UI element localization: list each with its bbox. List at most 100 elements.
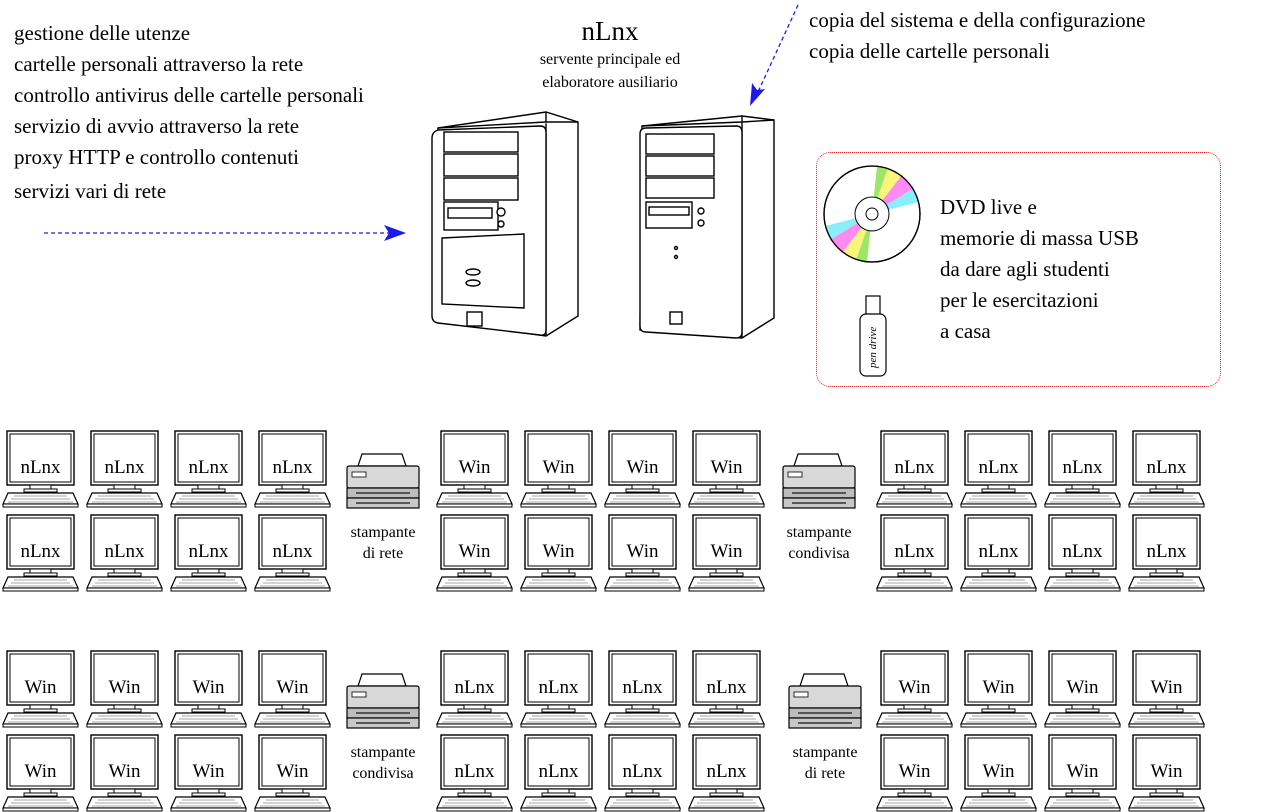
monitor-icon (876, 430, 953, 508)
removable-media-box (816, 152, 1221, 387)
workstation-os-label: Win (458, 457, 491, 478)
workstation-os-label: nLnx (1062, 541, 1103, 562)
media-line: da dare agli studenti (940, 257, 1110, 281)
workstation: nLnx (520, 734, 597, 812)
monitor-icon (1044, 514, 1121, 592)
monitor-icon (436, 430, 513, 508)
monitor-icon (688, 430, 765, 508)
monitor-icon (960, 650, 1037, 728)
workstation: Win (1044, 650, 1121, 728)
monitor-icon (604, 430, 681, 508)
media-line: per le esercitazioni (940, 288, 1099, 312)
workstation-os-label: Win (542, 541, 575, 562)
workstation-os-label: Win (458, 541, 491, 562)
monitor-icon (688, 650, 765, 728)
workstation-os-label: nLnx (1146, 457, 1187, 478)
backup-arrow-line (757, 4, 799, 93)
workstation-os-label: Win (192, 677, 225, 698)
workstation: nLnx (1044, 430, 1121, 508)
backup-notes: copia del sistema e della configurazione… (809, 5, 1145, 67)
workstation: nLnx (86, 514, 163, 592)
workstation: nLnx (254, 430, 331, 508)
monitor-icon (1044, 430, 1121, 508)
main-server-tower (431, 111, 579, 337)
monitor-icon (520, 430, 597, 508)
workstation-os-label: Win (626, 457, 659, 478)
workstation: nLnx (960, 430, 1037, 508)
workstation: Win (1128, 734, 1205, 812)
monitor-icon (2, 430, 79, 508)
workstation: nLnx (2, 430, 79, 508)
workstation-os-label: nLnx (894, 457, 935, 478)
monitor-icon (1044, 734, 1121, 812)
workstation-os-label: Win (24, 677, 57, 698)
workstation: nLnx (1128, 430, 1205, 508)
backup-line: copia del sistema e della configurazione (809, 8, 1146, 32)
monitor-icon (86, 650, 163, 728)
monitor-icon (254, 734, 331, 812)
media-line: a casa (940, 319, 991, 343)
workstation: Win (1044, 734, 1121, 812)
workstation: nLnx (1044, 514, 1121, 592)
workstation-os-label: Win (276, 677, 309, 698)
usb-pen-drive-icon: pen drive (859, 295, 887, 377)
server-desc-line1: servente principale ed (539, 51, 681, 68)
workstation: Win (876, 650, 953, 728)
monitor-icon (170, 650, 247, 728)
service-line: servizi vari di rete (14, 179, 167, 203)
monitor-icon (960, 430, 1037, 508)
workstation-os-label: nLnx (104, 457, 145, 478)
workstation: Win (520, 430, 597, 508)
server-services-list: gestione delle utenze cartelle personali… (14, 18, 364, 207)
workstation-os-label: nLnx (454, 677, 495, 698)
workstation-os-label: nLnx (188, 541, 229, 562)
monitor-icon (436, 514, 513, 592)
monitor-icon (520, 514, 597, 592)
workstation: Win (604, 514, 681, 592)
monitor-icon (1128, 514, 1205, 592)
workstation-os-label: nLnx (538, 761, 579, 782)
media-line: memorie di massa USB (940, 226, 1139, 250)
pen-drive-label: pen drive (867, 327, 879, 369)
workstation: nLnx (254, 514, 331, 592)
workstation: nLnx (436, 650, 513, 728)
workstation-os-label: nLnx (104, 541, 145, 562)
workstation-os-label: Win (982, 761, 1015, 782)
workstation: Win (86, 734, 163, 812)
monitor-icon (520, 650, 597, 728)
workstation-os-label: nLnx (20, 541, 61, 562)
monitor-icon (1128, 430, 1205, 508)
monitor-icon (254, 430, 331, 508)
dvd-icon (823, 165, 921, 263)
workstation: Win (960, 650, 1037, 728)
monitor-icon (688, 514, 765, 592)
workstation: Win (254, 650, 331, 728)
workstation-os-label: Win (1066, 677, 1099, 698)
workstation: nLnx (170, 430, 247, 508)
workstation: nLnx (688, 650, 765, 728)
workstation: Win (688, 430, 765, 508)
workstation-os-label: Win (710, 541, 743, 562)
workstation-os-label: Win (542, 457, 575, 478)
printer-label-line1: stampante (786, 524, 852, 541)
monitor-icon (254, 514, 331, 592)
workstation: nLnx (604, 734, 681, 812)
workstation-os-label: Win (898, 677, 931, 698)
monitor-icon (170, 734, 247, 812)
monitor-icon (86, 514, 163, 592)
workstation: Win (688, 514, 765, 592)
monitor-icon (604, 734, 681, 812)
workstation: nLnx (2, 514, 79, 592)
workstation-os-label: nLnx (1146, 541, 1187, 562)
monitor-icon (2, 734, 79, 812)
server-desc-line2: elaboratore ausiliario (542, 74, 678, 91)
workstation-os-label: Win (108, 677, 141, 698)
services-arrow-head (384, 225, 406, 241)
backup-arrow-head (750, 83, 765, 106)
workstation: Win (520, 514, 597, 592)
service-line: servizio di avvio attraverso la rete (14, 114, 300, 138)
monitor-icon (436, 650, 513, 728)
workstation: nLnx (86, 430, 163, 508)
